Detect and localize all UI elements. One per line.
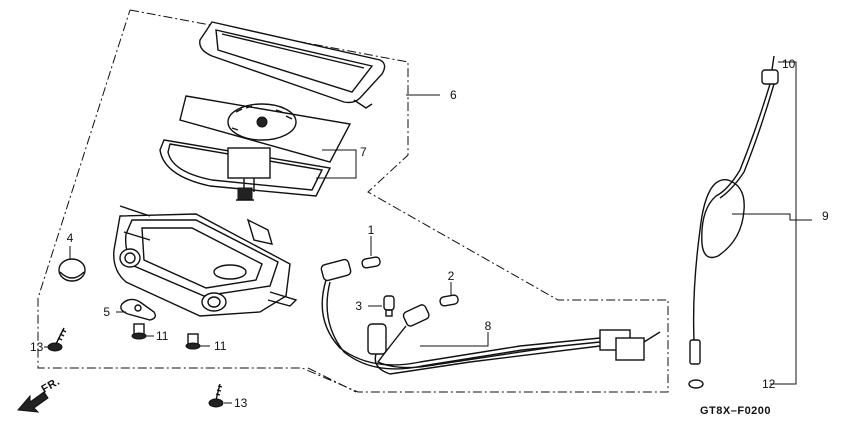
bulb-2-part bbox=[439, 294, 459, 307]
meter-lens-part bbox=[199, 21, 386, 109]
callout-10: 10 bbox=[782, 57, 796, 71]
callout-13-b: 13 bbox=[234, 396, 248, 410]
screw-13-b bbox=[208, 383, 224, 408]
callout-12: 12 bbox=[762, 377, 776, 391]
callout-2: 2 bbox=[448, 269, 455, 283]
callout-13-a: 13 bbox=[30, 340, 44, 354]
front-direction-arrow: FR. bbox=[16, 376, 63, 413]
screw-11-b bbox=[185, 333, 201, 350]
meter-case-part bbox=[113, 205, 298, 317]
direction-label: FR. bbox=[40, 376, 63, 396]
meter-gauge-part bbox=[159, 95, 352, 201]
callout-1: 1 bbox=[368, 223, 375, 237]
rubber-cap-part bbox=[58, 258, 86, 282]
callout-6: 6 bbox=[450, 88, 457, 102]
callout-7: 7 bbox=[360, 145, 367, 159]
callout-9: 9 bbox=[822, 209, 829, 223]
bulb-1-part bbox=[361, 256, 381, 269]
screw-13-a bbox=[47, 327, 67, 352]
figure-code: GT8X–F0200 bbox=[700, 405, 771, 417]
screw-11-a bbox=[131, 323, 147, 340]
callout-8: 8 bbox=[485, 319, 492, 333]
wire-harness-part bbox=[320, 258, 661, 375]
callout-4: 4 bbox=[67, 231, 74, 245]
callout-11-a: 11 bbox=[156, 329, 169, 343]
clamp-part bbox=[120, 298, 157, 321]
speedometer-cable-part bbox=[688, 55, 779, 389]
assembly-boundary bbox=[37, 9, 669, 393]
bulb-3-part bbox=[383, 295, 395, 317]
leader-lines bbox=[44, 61, 812, 404]
callout-11-b: 11 bbox=[214, 339, 227, 353]
callout-labels: 1 2 3 4 5 6 7 8 9 10 11 11 12 13 13 bbox=[30, 57, 829, 410]
callout-3: 3 bbox=[355, 299, 362, 313]
callout-5: 5 bbox=[103, 305, 110, 319]
